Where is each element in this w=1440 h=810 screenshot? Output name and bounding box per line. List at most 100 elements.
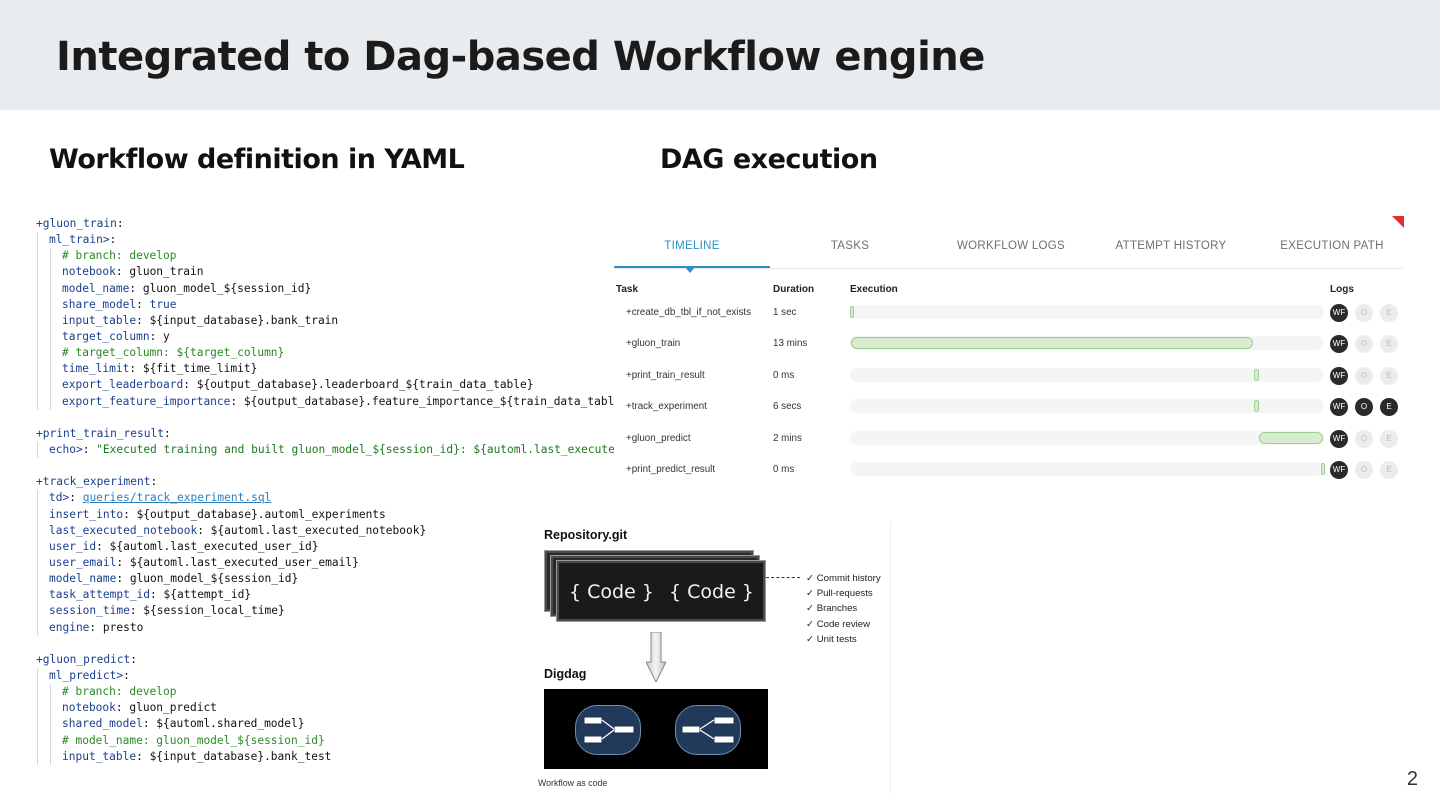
slide-title: Integrated to Dag-based Workflow engine [56,34,985,80]
code-token: : y [149,329,170,343]
error-log-button[interactable]: E [1380,335,1398,354]
indent-guide [37,700,38,717]
code-token: +track_experiment [36,475,151,489]
code-token: session_time [49,604,130,618]
tab-tasks[interactable]: TASKS [830,240,870,252]
task-name[interactable]: +print_train_result [626,369,705,381]
tab-attempt-history[interactable]: ATTEMPT HISTORY [1115,240,1227,252]
code-token: input_table [62,313,137,327]
code-blank-line [36,410,614,426]
execution-bar[interactable] [1258,431,1324,444]
wf-log-button[interactable]: WF [1330,429,1348,448]
code-token: "Executed training and built gluon_model… [96,442,614,456]
wf-log-button[interactable]: WF [1330,335,1348,354]
dashed-connector [766,577,800,578]
code-card-stack: { Code } { Code } [544,550,766,622]
column-header-task: Task [616,284,639,295]
wf-log-button[interactable]: WF [1330,304,1348,322]
code-token: target_column [62,329,150,343]
error-log-button[interactable]: E [1380,429,1398,448]
code-token: : ${fit_time_limit} [129,362,258,376]
task-name[interactable]: +track_experiment [626,401,707,413]
code-line: +gluon_train: [36,216,614,232]
wf-log-button[interactable]: WF [1330,398,1348,417]
code-card-front: { Code } { Code } [556,560,766,622]
checklist-item: ✓ Commit history [806,573,881,584]
execution-bar[interactable] [1254,368,1259,381]
code-token: export_feature_importance [62,394,231,408]
code-token: true [149,297,177,311]
indent-guide [37,571,38,588]
code-token: : gluon_model_${session_id} [129,281,312,295]
tab-timeline[interactable]: TIMELINE [664,240,720,252]
execution-bar[interactable] [850,337,1253,350]
title-bar [0,0,1440,110]
indent-guide [37,328,38,346]
code-token: +gluon_train [36,217,117,230]
wf-log-button[interactable]: WF [1330,461,1348,479]
indent-guide [50,361,51,378]
output-log-button[interactable]: O [1355,366,1373,385]
wf-log-button[interactable]: WF [1330,366,1348,385]
indent-guide [37,441,38,459]
output-log-button[interactable]: O [1355,335,1373,354]
diagram-caption: Workflow as code [538,778,608,788]
code-blank-line [36,636,614,652]
indent-guide [37,393,38,410]
workflow-graph-icon [575,705,641,755]
indent-guide [37,232,38,249]
code-link[interactable]: queries/track_experiment.sql [82,491,272,505]
execution-bar[interactable] [850,306,854,318]
code-token: : [82,442,97,456]
code-token: echo> [49,442,83,456]
task-name[interactable]: +gluon_train [626,338,681,350]
dag-tab-bar: TIMELINE TASKS WORKFLOW LOGS ATTEMPT HIS… [614,216,1402,273]
code-line: export_leaderboard: ${output_database}.l… [36,377,614,394]
task-name[interactable]: +create_db_tbl_if_not_exists [626,307,751,318]
code-line: notebook: gluon_train [36,264,614,281]
execution-bar[interactable] [1254,400,1259,413]
output-log-button[interactable]: O [1355,398,1373,417]
output-log-button[interactable]: O [1355,304,1373,322]
indent-guide [37,667,38,685]
execution-bar[interactable] [1321,463,1326,475]
code-token: input_table [62,749,137,763]
code-token: : ${input_database}.bank_train [136,313,339,327]
error-log-button[interactable]: E [1380,398,1398,417]
code-token: : [116,217,124,230]
code-token: last_executed_notebook [49,523,198,537]
code-line: ml_predict>: [36,667,614,685]
code-token: : [163,426,171,440]
code-line: engine: presto [36,619,614,636]
task-name[interactable]: +print_predict_result [626,464,716,475]
checklist-item: ✓ Code review [806,618,871,630]
indent-guide [50,296,51,313]
code-token: task_attempt_id [49,588,151,602]
output-log-button[interactable]: O [1355,461,1373,479]
task-duration: 0 ms [773,464,795,475]
tab-workflow-logs[interactable]: WORKFLOW LOGS [956,240,1066,252]
code-token: user_email [49,555,117,569]
code-token: notebook [62,265,116,279]
code-line: notebook: gluon_predict [36,700,614,717]
checklist-item: ✓ Pull-requests [806,588,873,600]
code-token: +print_train_result [36,426,164,440]
code-token: : ${automl.last_executed_user_id} [96,539,319,553]
error-log-button[interactable]: E [1380,366,1398,385]
code-line: last_executed_notebook: ${automl.last_ex… [36,522,614,539]
digdag-box [544,689,768,769]
output-log-button[interactable]: O [1355,429,1373,448]
indent-guide [37,538,38,555]
task-name[interactable]: +gluon_predict [626,432,691,444]
column-header-duration: Duration [773,284,815,295]
tab-execution-path[interactable]: EXECUTION PATH [1280,240,1384,252]
code-token: : ${automl.shared_model} [142,717,305,731]
yaml-section-heading: Workflow definition in YAML [49,144,465,175]
indent-guide [37,280,38,297]
checklist-item: ✓ Branches [806,603,858,615]
error-log-button[interactable]: E [1380,304,1398,322]
error-log-button[interactable]: E [1380,461,1398,479]
